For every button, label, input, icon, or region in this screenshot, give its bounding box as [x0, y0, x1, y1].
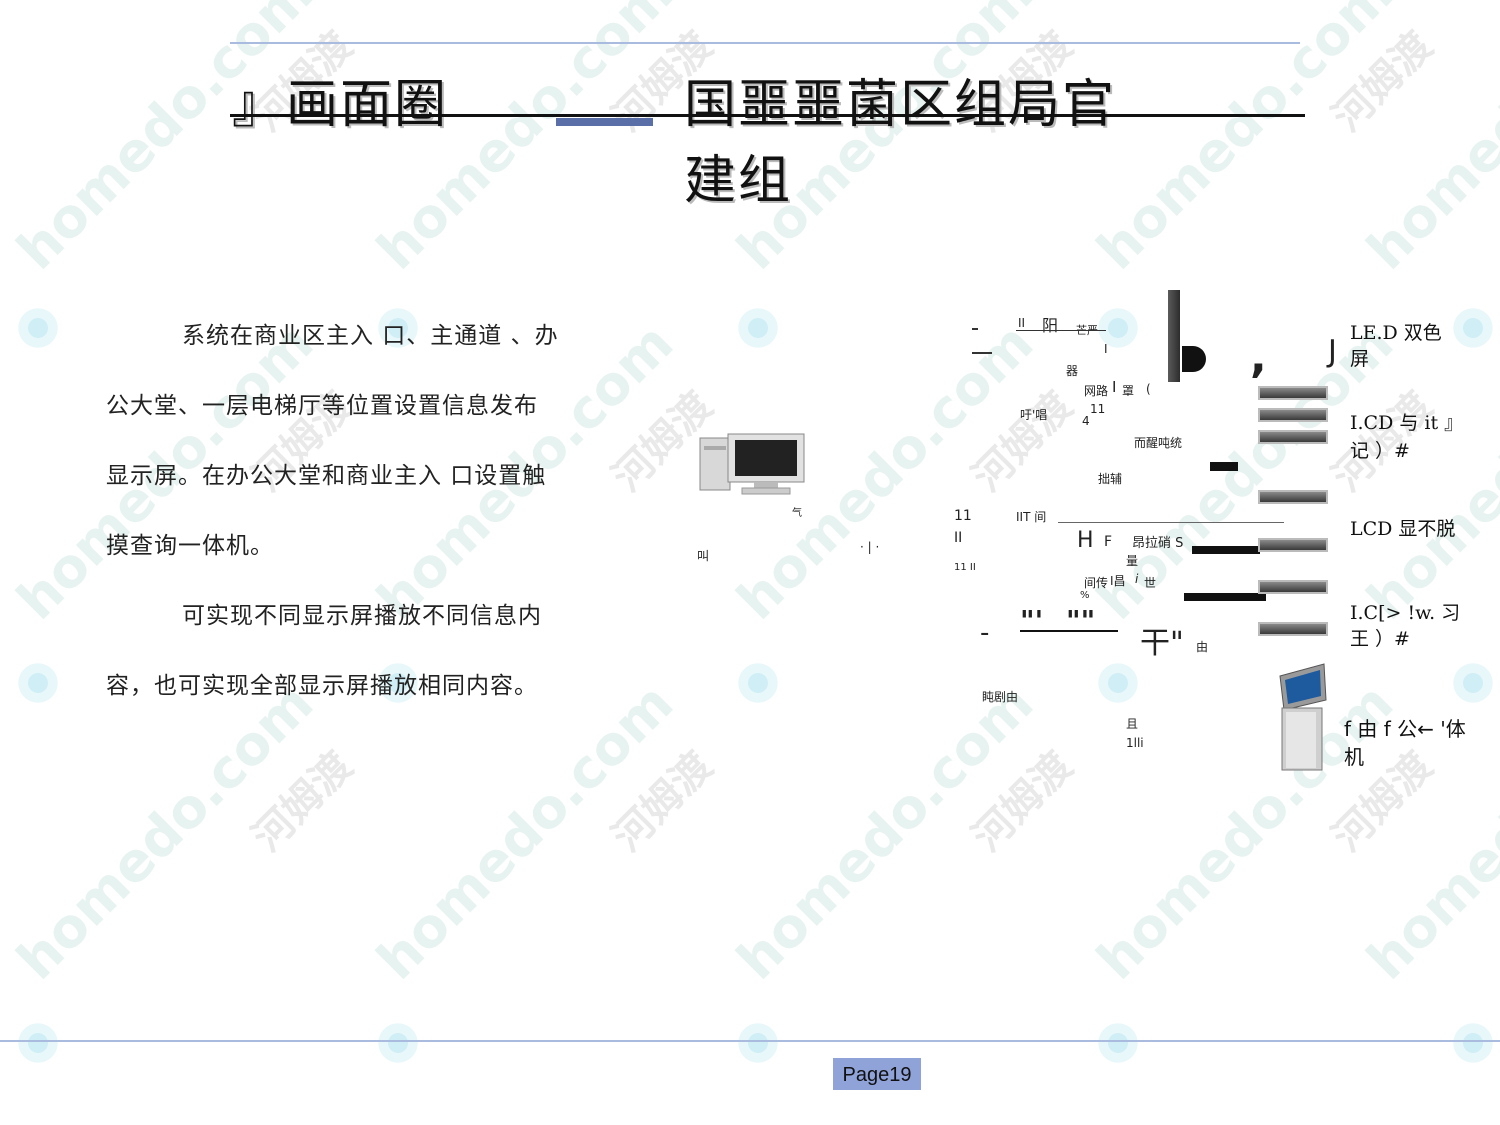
diagram-text: 干" — [1140, 626, 1184, 661]
diagram-text: 且 — [1126, 717, 1139, 731]
flower-icon — [1450, 1020, 1496, 1066]
diagram-text: I — [1104, 342, 1108, 356]
diagram-text: 11 — [1090, 402, 1106, 416]
paragraph-line: 系统在商业区主入 口、主通道 、办 — [182, 323, 559, 349]
diagram-text: 间传 — [1084, 576, 1109, 590]
diagram-text: J — [1328, 334, 1337, 369]
lcd-screen-icon — [1258, 538, 1328, 552]
title-main: 国噩噩菌区组局官 — [684, 75, 1117, 135]
diagram-text: 阳 — [1042, 316, 1059, 335]
flower-icon — [375, 305, 421, 351]
device-label: I.CD 与 it 』 — [1350, 412, 1464, 434]
lcd-screen-icon — [1258, 408, 1328, 422]
bottom-rule — [0, 1040, 1500, 1042]
flower-icon — [375, 1020, 421, 1066]
connection-bar — [1210, 462, 1238, 471]
top-rule — [230, 42, 1300, 44]
diagram-text: 盹剧由 — [982, 690, 1019, 704]
flower-icon — [735, 1020, 781, 1066]
flower-icon — [15, 305, 61, 351]
connector-icon — [1182, 346, 1206, 372]
diagram-line — [1058, 522, 1284, 523]
flower-icon — [375, 660, 421, 706]
kiosk-icon — [1279, 663, 1327, 771]
diagram-text: 11 — [954, 508, 972, 524]
server-rack-icon — [1168, 290, 1180, 382]
diagram-line — [972, 328, 978, 330]
diagram-text: F — [1104, 534, 1113, 550]
title-prefix: 』画面圈 — [232, 75, 449, 135]
flower-icon — [1095, 305, 1141, 351]
diagram-text: I — [1112, 378, 1117, 396]
diagram-text: 拙辅 — [1098, 472, 1123, 486]
flower-icon — [15, 1020, 61, 1066]
diagram-text: 世 — [1144, 576, 1157, 590]
diagram-text: 器 — [1066, 364, 1079, 378]
diagram-text: 叫 — [697, 549, 710, 563]
diagram-text: II — [1018, 316, 1026, 330]
diagram-line — [1020, 630, 1118, 632]
diagram-text: 4 — [1082, 414, 1090, 428]
diagram-text: 气 — [792, 508, 802, 519]
paragraph-line: 摸查询一体机。 — [106, 533, 274, 559]
flower-icon — [1450, 660, 1496, 706]
diagram-text: % — [1080, 590, 1090, 601]
diagram-text: H — [1077, 528, 1094, 553]
title-underline — [230, 114, 1305, 117]
device-label: 记 ）# — [1350, 440, 1410, 462]
flower-icon — [15, 660, 61, 706]
page-number: Page19 — [833, 1058, 921, 1090]
diagram-text: 11 II — [954, 562, 976, 573]
diagram-text: 罩 — [1122, 384, 1135, 398]
lcd-screen-icon — [1258, 490, 1328, 504]
paragraph-line: 容，也可实现全部显示屏播放相同内容。 — [106, 673, 538, 699]
device-label: 王 ）# — [1350, 628, 1410, 650]
paragraph-line: 公大堂、一层电梯厅等位置设置信息发布 — [106, 393, 538, 419]
diagram-text: 1lli — [1126, 736, 1144, 750]
lcd-screen-icon — [1258, 622, 1328, 636]
device-label: I.C[> !w. 习 — [1350, 602, 1461, 624]
diagram-text: 由 — [1196, 640, 1209, 654]
diagram-text: 网路 — [1084, 384, 1109, 398]
device-label: LE.D 双色 — [1350, 322, 1442, 344]
device-label: LCD 显不脱 — [1350, 518, 1456, 540]
lcd-screen-icon — [1258, 430, 1328, 444]
diagram-mark: · | · — [860, 540, 880, 554]
device-label: 机 — [1344, 745, 1364, 769]
title-line2: 建组 — [684, 151, 793, 211]
device-label: f 由 f 公← '体 — [1344, 717, 1466, 741]
title-accent-bar — [556, 118, 653, 126]
diagram-line — [972, 352, 992, 354]
connection-bar — [1184, 593, 1266, 601]
lcd-screen-icon — [1258, 580, 1328, 594]
connection-bar — [1192, 546, 1260, 554]
diagram-text: i — [1135, 572, 1139, 586]
flower-icon — [735, 305, 781, 351]
diagram-text: 量 — [1126, 554, 1139, 568]
diagram-text: "' — [1020, 604, 1044, 637]
flower-icon — [735, 660, 781, 706]
diagram-text: "" — [1066, 604, 1096, 637]
computer-icon — [699, 433, 805, 495]
diagram-text: I昌 — [1110, 574, 1126, 588]
diagram-text: 而醒吨统 — [1134, 436, 1183, 450]
paragraph-line: 显示屏。在办公大堂和商业主入 口设置触 — [106, 463, 547, 489]
flower-icon — [1095, 660, 1141, 706]
device-label: 屏 — [1350, 348, 1370, 370]
diagram-text: ( — [1146, 382, 1151, 396]
diagram-text: IIT 间 — [1016, 510, 1047, 524]
diagram-text: II — [954, 530, 963, 546]
flower-icon — [1095, 1020, 1141, 1066]
flower-icon — [1450, 305, 1496, 351]
led-screen-icon — [1258, 386, 1328, 400]
diagram-text: , — [1250, 332, 1267, 383]
diagram-text: - — [980, 618, 990, 648]
diagram-text: 吁'唱 — [1020, 408, 1048, 422]
diagram-text: 昂拉硝 S — [1132, 536, 1184, 551]
paragraph-line: 可实现不同显示屏播放不同信息内 — [182, 603, 542, 629]
diagram-line — [1016, 330, 1106, 331]
